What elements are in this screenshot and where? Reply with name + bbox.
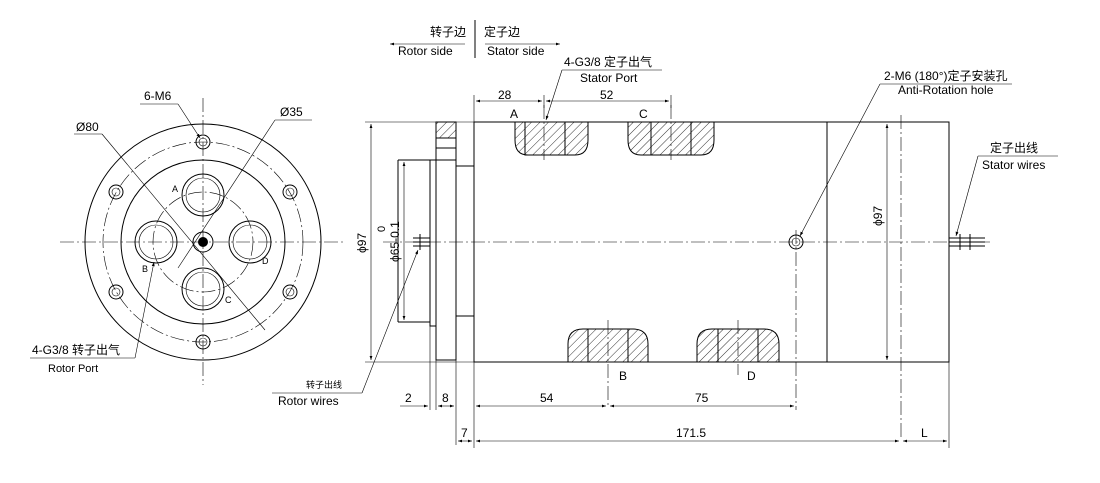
callout-rotor-port-en: Rotor Port: [48, 363, 98, 375]
dim-52: 52: [600, 88, 614, 102]
side-view: A C B D 28 52 54 75 2 8 7 171.5 L: [272, 54, 1058, 448]
callout-stator-wires-en: Stator wires: [982, 158, 1045, 172]
callout-stator-wires-cn: 定子出线: [990, 140, 1038, 155]
end-port-letter-a: A: [172, 184, 178, 194]
callout-rotor-wires-en: Rotor wires: [278, 394, 339, 408]
callout-rotor-wires-cn: 转子出线: [306, 379, 342, 390]
rotor-shaft-collar: [435, 121, 457, 361]
side-port-letter-c: C: [639, 107, 648, 121]
dim-54: 54: [540, 391, 554, 405]
dim-dia-65-shaft: ϕ65-0.1: [388, 221, 402, 262]
rotor-flange: [429, 159, 437, 327]
callout-stator-port-cn: 4-G3/8 定子出气: [564, 54, 652, 69]
rotor-wires-stub: [413, 234, 430, 250]
end-view-outer-circle: [84, 123, 322, 361]
dim-tol-zero: 0: [376, 226, 388, 232]
dim-dia-97-right: ϕ97: [871, 206, 885, 226]
end-port-letter-d: D: [262, 256, 269, 266]
dim-7: 7: [461, 426, 468, 440]
callout-dia-80: Ø80: [76, 120, 99, 134]
dim-2: 2: [405, 391, 412, 405]
stator-port-a: [514, 105, 589, 160]
stator-side-en: Stator side: [487, 44, 545, 58]
rotor-ports: [134, 173, 272, 311]
end-view-port-circle: [152, 191, 254, 293]
stator-port-c: [627, 105, 715, 160]
end-port-letter-b: B: [142, 264, 148, 274]
side-port-letter-a: A: [510, 107, 518, 121]
stator-port-b: [567, 320, 649, 408]
rotor-side-en: Rotor side: [398, 44, 453, 58]
dim-dia-97-left: ϕ97: [355, 233, 369, 253]
callout-anti-rotation-cn: 2-M6 (180°)定子安装孔: [884, 68, 1008, 83]
side-header: 转子边 Rotor side 定子边 Stator side: [390, 20, 560, 58]
callout-dia-35: Ø35: [280, 105, 303, 119]
end-view: A B C D 6-M6 Ø80 Ø35 4-G3/8 转子出气 Rotor P…: [30, 89, 345, 385]
end-view-ring-80: [120, 159, 286, 325]
dim-l: L: [921, 426, 928, 440]
end-port-letter-c: C: [225, 295, 232, 305]
end-view-bolt-circle: [102, 141, 304, 343]
dim-28: 28: [498, 88, 512, 102]
dim-75: 75: [695, 391, 709, 405]
flange-hatch-top: [435, 121, 457, 139]
side-port-letter-d: D: [747, 369, 756, 383]
stator-wires-stub: [949, 234, 985, 250]
rotor-boss: [455, 165, 475, 317]
stator-port-d: [696, 320, 780, 375]
mounting-holes: [108, 134, 298, 350]
callout-6-m6: 6-M6: [144, 89, 172, 103]
dim-8: 8: [442, 391, 449, 405]
callout-stator-port-en: Stator Port: [580, 71, 638, 85]
stator-side-cn: 定子边: [484, 24, 520, 39]
dim-171-5: 171.5: [676, 426, 706, 440]
central-bore: [192, 231, 214, 253]
side-port-letter-b: B: [619, 369, 627, 383]
callout-anti-rotation-en: Anti-Rotation hole: [898, 83, 994, 97]
callout-rotor-port-cn: 4-G3/8 转子出气: [32, 342, 120, 357]
rotor-side-cn: 转子边: [430, 24, 466, 39]
